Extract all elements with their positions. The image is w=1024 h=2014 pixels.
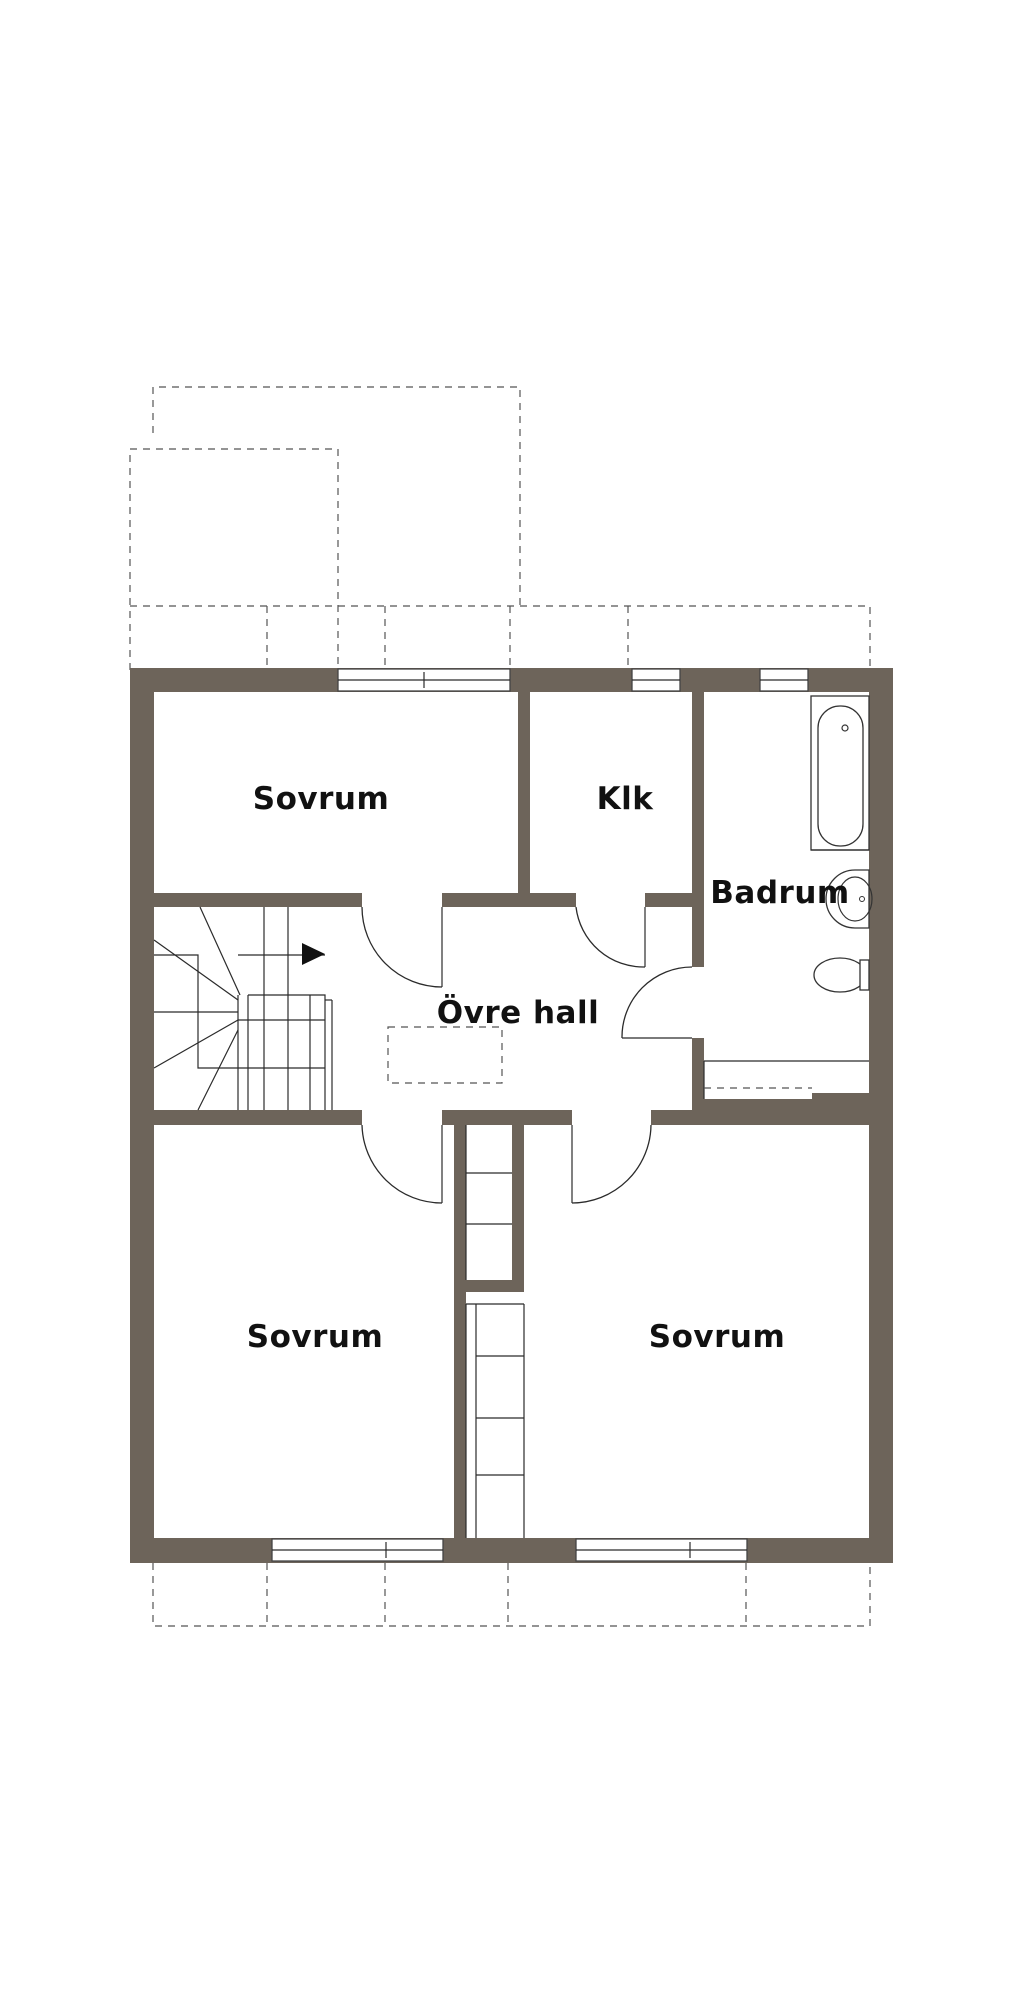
arrow-right-icon <box>302 943 325 965</box>
bathtub-icon <box>810 695 870 851</box>
balcony-outline <box>129 386 871 670</box>
staircase <box>153 906 333 1111</box>
windows <box>271 668 809 1562</box>
ceiling-hatch <box>387 1026 503 1084</box>
room-label-sovrum-top: Sovrum <box>253 781 390 817</box>
bathroom-counter <box>703 1060 869 1099</box>
room-label-sovrum-bottom-left: Sovrum <box>247 1319 384 1355</box>
toilet-icon <box>813 957 870 993</box>
closet-shelves <box>465 1125 525 1538</box>
room-label-klk: Klk <box>597 781 655 817</box>
room-label-ovre-hall: Övre hall <box>437 994 599 1031</box>
doors <box>361 906 693 1204</box>
room-label-sovrum-bottom-right: Sovrum <box>649 1319 786 1355</box>
room-label-badrum: Badrum <box>710 875 849 911</box>
sink-icon <box>825 869 873 929</box>
lower-overhang-outline <box>152 1563 871 1627</box>
walls <box>130 668 893 1563</box>
